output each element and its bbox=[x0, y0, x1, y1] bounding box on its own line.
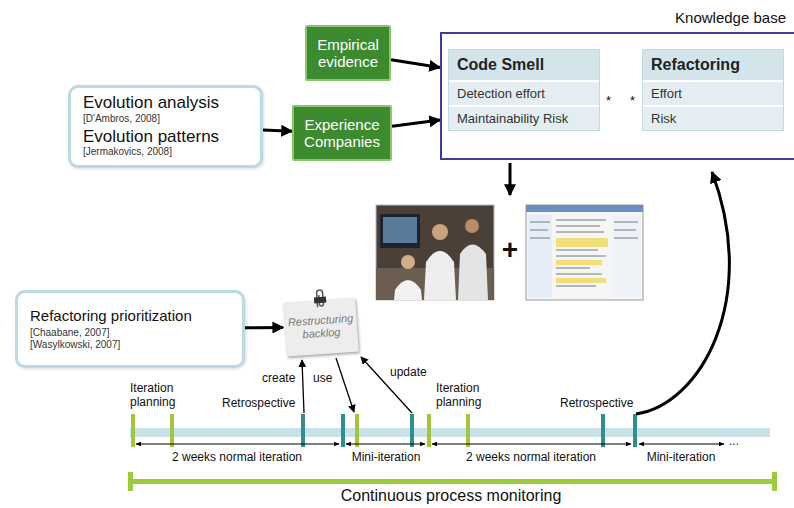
photo-person bbox=[424, 251, 456, 300]
arrow-label: use bbox=[313, 372, 332, 386]
source-box: Experience Companies bbox=[292, 105, 392, 161]
literature-box: Evolution analysis[D'Ambros, 2008] Evolut… bbox=[68, 85, 263, 168]
phase-label: Iteration planning bbox=[436, 382, 498, 410]
ellipsis: ... bbox=[729, 435, 739, 449]
duration-label: Mini-iteration bbox=[647, 451, 716, 465]
duration-label: 2 weeks normal iteration bbox=[466, 451, 596, 465]
retrospective-mark bbox=[410, 414, 414, 447]
photo-person bbox=[401, 255, 415, 269]
topic-text: Evolution analysis bbox=[83, 93, 248, 113]
table-header: Refactoring bbox=[643, 50, 783, 80]
flow-arrow bbox=[263, 130, 292, 131]
screenshot-text bbox=[530, 220, 638, 286]
multiplicity: * bbox=[606, 94, 611, 109]
arrow-label: create bbox=[262, 372, 295, 386]
citation-text: [D'Ambros, 2008] bbox=[83, 113, 248, 125]
monitoring-tick bbox=[772, 472, 777, 491]
screenshot-highlight bbox=[556, 278, 606, 283]
duration-arrow bbox=[136, 444, 339, 445]
monitoring-tick bbox=[128, 472, 133, 491]
citation-text: [Wasylkowski, 2007] bbox=[30, 339, 230, 352]
photo-monitor bbox=[380, 214, 420, 248]
photo-person bbox=[394, 280, 422, 300]
box-heading: Knowledge base bbox=[675, 9, 786, 26]
duration-arrow bbox=[432, 444, 631, 445]
table-row: Detection effort bbox=[449, 82, 599, 105]
planning-mark bbox=[355, 414, 359, 447]
planning-mark bbox=[427, 414, 431, 447]
team-photo bbox=[376, 205, 494, 300]
screenshot-panel bbox=[612, 215, 641, 297]
duration-arrow bbox=[346, 444, 425, 445]
planning-mark bbox=[170, 414, 174, 447]
flow-arrow bbox=[391, 60, 440, 68]
citation-text: [Chaabane, 2007] bbox=[30, 327, 230, 340]
flow-arrow bbox=[392, 120, 440, 126]
backlog-note: Restructuring backlog bbox=[283, 298, 359, 357]
multiplicity: * bbox=[630, 94, 635, 109]
photo-screen bbox=[383, 217, 417, 243]
feedback-arrow bbox=[636, 172, 729, 414]
box-text: Restructuring backlog bbox=[287, 312, 354, 342]
table-row: Risk bbox=[643, 107, 783, 130]
phase-label: Retrospective bbox=[560, 397, 633, 411]
topic-text: Evolution patterns bbox=[83, 127, 248, 147]
monitoring-label: Continuous process monitoring bbox=[341, 487, 562, 505]
planning-mark bbox=[466, 414, 470, 447]
topic-text: Refactoring prioritization bbox=[30, 307, 230, 325]
phase-label: Retrospective bbox=[222, 397, 295, 411]
paper-clip bbox=[314, 297, 326, 304]
entity-table: Code SmellDetection effortMaintainabilit… bbox=[448, 49, 600, 131]
plus-sign: + bbox=[502, 234, 518, 266]
retrospective-mark bbox=[601, 414, 605, 447]
retrospective-mark bbox=[301, 414, 305, 447]
retrospective-mark bbox=[341, 414, 345, 447]
source-box: Empirical evidence bbox=[305, 25, 391, 81]
photo-person bbox=[465, 219, 479, 233]
table-row: Effort bbox=[643, 82, 783, 105]
backlog-arrow bbox=[336, 358, 354, 412]
flow-arrow bbox=[509, 163, 512, 195]
retrospective-mark bbox=[633, 414, 637, 447]
arrow-label: update bbox=[390, 366, 427, 380]
photo-person bbox=[432, 224, 448, 240]
duration-label: Mini-iteration bbox=[352, 451, 421, 465]
ide-screenshot bbox=[526, 205, 643, 300]
entity-table: RefactoringEffortRisk bbox=[642, 49, 784, 131]
phase-label: Iteration planning bbox=[130, 382, 192, 410]
table-header: Code Smell bbox=[449, 50, 599, 80]
planning-mark bbox=[131, 414, 135, 447]
timeline-bar bbox=[130, 428, 770, 437]
screenshot-highlight bbox=[556, 260, 602, 265]
screenshot-highlight bbox=[556, 238, 608, 247]
photo-person bbox=[458, 245, 488, 301]
table-row: Maintainability Risk bbox=[449, 107, 599, 130]
flow-arrow bbox=[245, 326, 283, 329]
literature-box: Refactoring prioritization [Chaabane, 200… bbox=[15, 290, 245, 368]
box-text: Empirical evidence bbox=[311, 36, 385, 71]
monitoring-bar bbox=[130, 479, 775, 484]
paper-clip bbox=[310, 288, 329, 309]
backlog-arrow bbox=[302, 360, 304, 413]
box-text: Experience Companies bbox=[298, 116, 386, 151]
citation-text: [Jermakovics, 2008] bbox=[83, 146, 248, 158]
duration-arrow bbox=[639, 444, 724, 445]
knowledge-base: Knowledge baseCode SmellDetection effort… bbox=[440, 32, 794, 160]
screenshot-panel bbox=[528, 215, 552, 297]
duration-label: 2 weeks normal iteration bbox=[172, 451, 302, 465]
screenshot-titlebar bbox=[526, 205, 643, 212]
